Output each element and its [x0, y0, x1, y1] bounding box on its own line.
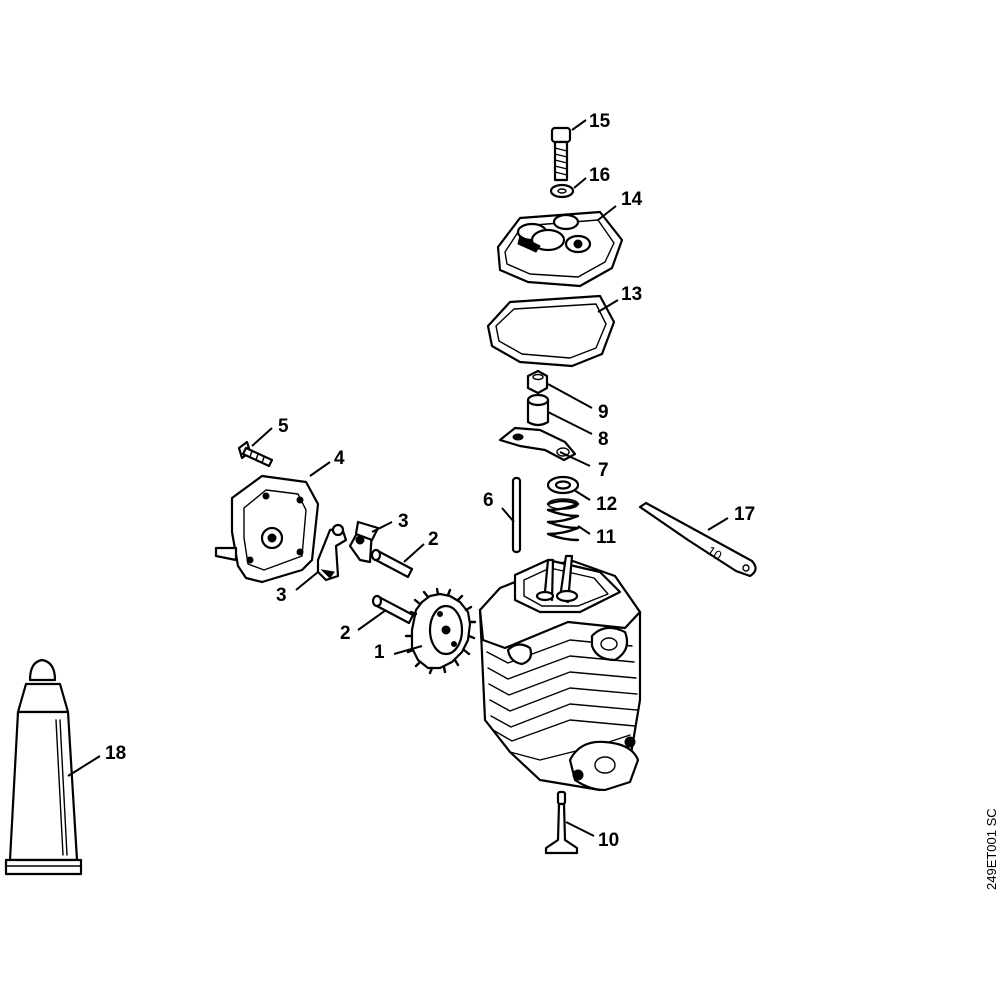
callout-4: 4	[334, 448, 345, 469]
drawing-reference: 249ET001 SC	[984, 808, 999, 890]
callout-18: 18	[105, 743, 126, 764]
leader-9	[547, 383, 593, 409]
callout-3b: 3	[276, 585, 287, 606]
leader-12	[573, 489, 591, 501]
part-4-housing-cover	[214, 474, 320, 584]
part-1-gear	[404, 587, 477, 675]
leader-lines	[67, 119, 729, 837]
leader-11	[577, 525, 591, 535]
part-3-lever-right	[348, 520, 380, 564]
part-5-screw	[237, 440, 274, 468]
leader-2b	[357, 609, 387, 631]
leader-13	[597, 299, 619, 313]
part-15-screw	[550, 126, 572, 182]
callout-10: 10	[598, 830, 619, 851]
leader-14	[597, 205, 617, 221]
leader-1	[393, 645, 423, 655]
callout-6: 6	[483, 490, 494, 511]
leader-17	[707, 517, 729, 531]
part-16-washer	[549, 183, 575, 199]
callout-2b: 2	[340, 623, 351, 644]
part-7-rocker-arm	[498, 426, 577, 462]
leader-7	[559, 451, 591, 467]
callout-17: 17	[734, 504, 755, 525]
callout-8: 8	[598, 429, 609, 450]
part-12-spring-retainer	[546, 475, 580, 495]
leader-4	[309, 461, 331, 477]
tool-mark-text: 10	[704, 543, 724, 563]
leader-3a	[371, 521, 393, 533]
part-3-lever-left	[316, 523, 348, 582]
leader-3b	[295, 571, 319, 591]
part-2-pin-upper	[370, 548, 414, 579]
callout-2a: 2	[428, 529, 439, 550]
leader-2a	[403, 543, 425, 563]
callout-9: 9	[598, 402, 609, 423]
callout-1: 1	[374, 642, 385, 663]
part-8-bushing	[526, 393, 550, 427]
leader-10	[565, 821, 595, 837]
callout-14: 14	[621, 189, 643, 210]
callout-5: 5	[278, 416, 289, 437]
callout-11: 11	[596, 527, 617, 548]
part-13-gasket	[486, 294, 616, 368]
leader-8	[547, 411, 593, 435]
part-10-valve	[544, 790, 579, 855]
callout-15: 15	[589, 111, 611, 132]
part-14-valve-cover	[496, 210, 624, 288]
part-17-tool: 10	[638, 501, 757, 578]
part-18-grease-tube	[4, 658, 83, 876]
leader-6	[501, 507, 515, 523]
callout-16: 16	[589, 165, 610, 186]
callout-3a: 3	[398, 511, 409, 532]
callout-12: 12	[596, 494, 617, 515]
part-6-push-rod	[511, 476, 522, 554]
part-9-nut	[526, 369, 549, 395]
part-11-valve-spring	[546, 498, 580, 542]
part-2-pin-lower	[371, 594, 415, 625]
callout-7: 7	[598, 460, 609, 481]
leader-16	[573, 177, 587, 189]
cylinder	[478, 554, 642, 792]
callout-labels: 15 16 14 13 9 8 7 12 11 6 17 10 1 2 2 3 …	[105, 111, 755, 851]
callout-13: 13	[621, 284, 642, 305]
leader-18	[67, 755, 101, 777]
leader-5	[251, 427, 273, 447]
leader-15	[571, 119, 587, 131]
